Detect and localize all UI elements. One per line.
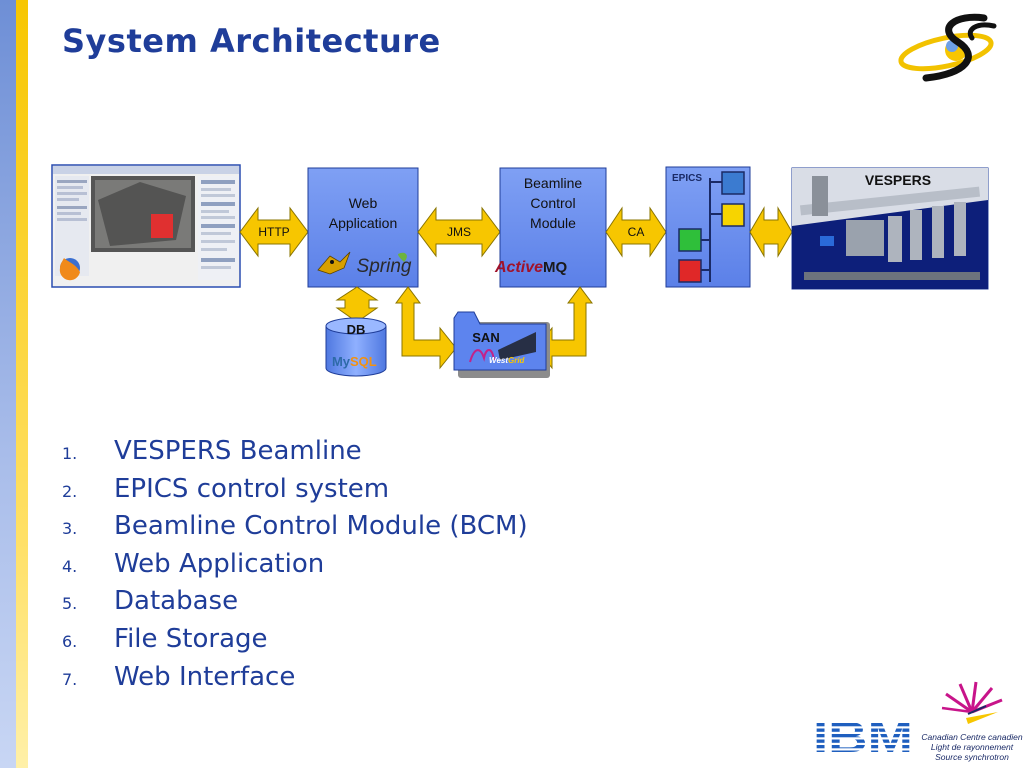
epics-node-red xyxy=(678,259,702,283)
vespers-beamline-picture: VESPERS xyxy=(791,167,989,290)
web-to-san-arrow xyxy=(395,286,457,370)
activemq-logo-text-a: Active xyxy=(494,259,543,276)
list-item-text: EPICS control system xyxy=(114,473,390,504)
db-arrow xyxy=(335,286,379,323)
sidebar-blue-stripe xyxy=(0,0,16,768)
westgrid-logo-text-b: Grid xyxy=(508,356,526,365)
ibm-logo-icon: IBM xyxy=(813,713,913,756)
architecture-diagram: HTTP Web Application Spring JMS Beamline… xyxy=(51,164,989,378)
jms-label: JMS xyxy=(447,225,471,239)
spring-leaf-icon xyxy=(398,252,407,262)
list-item: 3. Beamline Control Module (BCM) xyxy=(62,511,528,549)
list-item-text: Web Interface xyxy=(114,661,296,692)
ca-arrow: CA xyxy=(605,206,667,258)
http-label: HTTP xyxy=(258,225,289,239)
list-item-number: 2. xyxy=(62,481,78,501)
web-interface-screenshot xyxy=(51,164,241,288)
cls-logo-icon: Canadian Centre canadien Light de rayonn… xyxy=(921,681,1023,762)
list-item-number: 4. xyxy=(62,556,78,576)
component-list: 1. VESPERS Beamline 2. EPICS control syste… xyxy=(62,436,528,699)
vespers-label: VESPERS xyxy=(865,172,931,188)
ibm-logo-text: IBM xyxy=(813,713,913,756)
database-cylinder: DB My SQL xyxy=(325,317,387,377)
list-item-number: 6. xyxy=(62,631,78,651)
orbit-logo-icon xyxy=(898,13,997,82)
cls-logo-line1: Canadian Centre canadien xyxy=(921,732,1022,742)
list-item-number: 3. xyxy=(62,519,78,539)
list-item: 4. Web Application xyxy=(62,549,528,587)
san-storage-folder: SAN West Grid xyxy=(453,311,550,378)
mysql-logo-text-b: SQL xyxy=(350,354,377,369)
http-arrow: HTTP xyxy=(239,206,309,258)
list-item-text: Beamline Control Module (BCM) xyxy=(114,511,528,542)
web-app-label-line1: Web xyxy=(349,195,378,211)
slide-sidebar xyxy=(0,0,28,768)
westgrid-logo-text-a: West xyxy=(489,356,508,365)
list-item-text: Database xyxy=(114,586,239,617)
bcm-label-line3: Module xyxy=(530,215,576,231)
epics-label: EPICS xyxy=(672,173,702,184)
ca-label: CA xyxy=(628,225,645,239)
list-item-text: Web Application xyxy=(114,548,325,579)
slide-title: System Architecture xyxy=(62,22,441,60)
list-item-text: File Storage xyxy=(114,623,268,654)
epics-node-yellow xyxy=(721,203,745,227)
epics-node-blue xyxy=(721,171,745,195)
list-item: 2. EPICS control system xyxy=(62,474,528,512)
san-label: SAN xyxy=(472,330,499,345)
list-item: 1. VESPERS Beamline xyxy=(62,436,528,474)
list-item: 6. File Storage xyxy=(62,624,528,662)
bcm-box: Beamline Control Module Active MQ xyxy=(494,167,607,288)
cls-logo-line3: Source synchrotron xyxy=(935,752,1009,762)
list-item-number: 5. xyxy=(62,594,78,614)
bcm-label-line1: Beamline xyxy=(524,175,583,191)
web-app-label-line2: Application xyxy=(329,215,398,231)
list-item-number: 1. xyxy=(62,444,78,463)
db-label: DB xyxy=(347,322,366,337)
list-item-text: VESPERS Beamline xyxy=(114,436,362,466)
list-item: 7. Web Interface xyxy=(62,662,528,700)
beamline-arrow xyxy=(749,206,793,258)
epics-node-green xyxy=(678,228,702,252)
tomcat-icon xyxy=(317,251,351,275)
spring-logo-text: Spring xyxy=(357,256,412,277)
bcm-label-line2: Control xyxy=(530,195,575,211)
sidebar-gold-stripe xyxy=(16,0,28,768)
jms-arrow: JMS xyxy=(417,206,501,258)
firefox-icon xyxy=(59,258,80,281)
cls-logo-line2: Light de rayonnement xyxy=(931,742,1014,752)
list-item: 5. Database xyxy=(62,586,528,624)
list-item-number: 7. xyxy=(62,669,78,689)
epics-box: EPICS xyxy=(665,166,751,288)
mysql-logo-text-a: My xyxy=(332,354,351,369)
activemq-logo-text-b: MQ xyxy=(543,259,567,276)
